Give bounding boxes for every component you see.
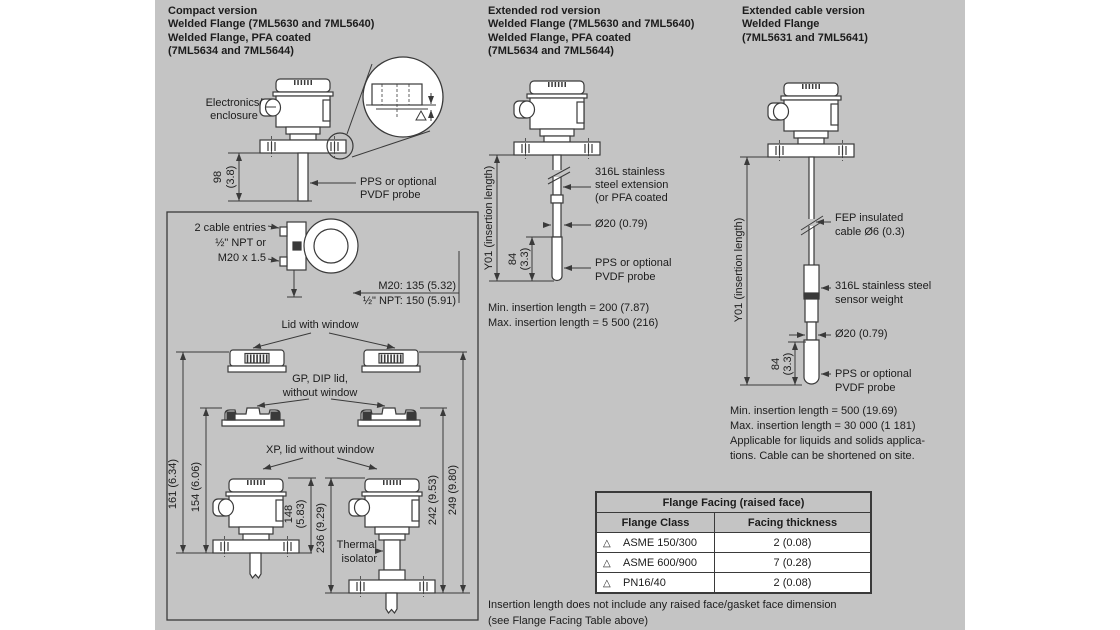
thermal-isolator [383, 539, 401, 571]
rod-device-drawing [514, 81, 601, 282]
dim-148-in: (5.83) [295, 500, 307, 529]
facing-thickness-value: 2 (0.08) [714, 572, 872, 594]
flange-class-value: PN16/40 [623, 576, 666, 589]
lid-with-window-label: Lid with window [281, 319, 359, 331]
cable-device-drawing [768, 83, 855, 385]
dim-154: 154 (6.06) [190, 462, 202, 512]
cable-entry-port [292, 241, 302, 251]
dim-98-mm: 98 [212, 171, 224, 183]
xp-dimensions [176, 352, 470, 594]
thermal-isolator-label: Thermal isolator [336, 539, 377, 565]
cable-dim-84-in: (3.3) [782, 353, 794, 376]
header-line: Extended cable version [742, 5, 865, 17]
xp-device-right [349, 479, 436, 615]
header-line: Compact version [168, 5, 258, 17]
side-view-dimensions [267, 223, 460, 303]
rod-dim-84-in: (3.3) [519, 248, 531, 271]
rod-y01-label: Y01 (insertion length) [483, 166, 495, 271]
cable-probe-label: PPS or optional PVDF probe [835, 368, 912, 394]
cable-enclosure [768, 83, 841, 144]
facing-thickness-value: 2 (0.08) [714, 532, 872, 553]
header-line: Welded Flange [742, 18, 820, 31]
compact-header: Compact version Welded Flange (7ML5630 a… [168, 5, 374, 59]
dim-161: 161 (6.34) [167, 459, 179, 509]
cable-y01-label: Y01 (insertion length) [733, 218, 745, 323]
cable-probe [803, 339, 820, 385]
rod-dimensions [489, 154, 591, 282]
lid-row-lines [176, 332, 467, 470]
gp-dip-lid-right [357, 407, 421, 427]
header-line: Welded Flange (7ML5630 and 7ML5640) [488, 18, 695, 31]
col-facing-thickness: Facing thickness [714, 512, 872, 533]
lid-with-window-left [227, 349, 287, 373]
rod-insertion-lengths: Min. insertion length = 200 (7.87) Max. … [488, 302, 659, 329]
lid-with-window-right [361, 349, 421, 373]
flange-facing-table: Flange Facing (raised face) Flange Class… [595, 491, 872, 594]
electronics-enclosure-label: Electronics/ enclosure [205, 97, 263, 122]
flange-face-inset [362, 56, 444, 138]
table-header-row: Flange Class Facing thickness [595, 512, 872, 533]
header-line: (7ML5634 and 7ML5644) [168, 45, 294, 58]
table-title-row: Flange Facing (raised face) [595, 491, 872, 513]
sensor-weight [803, 264, 820, 297]
fep-cable [808, 156, 815, 268]
cable-diameter-label: Ø20 (0.79) [835, 328, 888, 340]
rod-probe-label: PPS or optional PVDF probe [595, 257, 672, 283]
header-line: Welded Flange, PFA coated [488, 31, 632, 44]
compact-detail-callout [326, 63, 431, 160]
cable-header: Extended cable version Welded Flange (7M… [742, 5, 868, 45]
facing-thickness-value: 7 (0.28) [714, 552, 872, 573]
sensor-weight-label: 316L stainless steel sensor weight [835, 280, 932, 306]
cable-insertion-lengths: Min. insertion length = 500 (19.69) Max.… [730, 405, 926, 462]
rod-header: Extended rod version Welded Flange (7ML5… [488, 5, 694, 59]
xp-right-probe [385, 592, 398, 615]
dim-148-mm: 148 [283, 505, 295, 523]
footnote: Insertion length does not include any ra… [488, 599, 837, 627]
delta-icon: △ [603, 537, 611, 549]
table-row: △ ASME 150/300 2 (0.08) [595, 532, 872, 553]
cable-dimensions [740, 156, 831, 386]
compact-dimensions [228, 106, 356, 202]
cable-dim-84-mm: 84 [770, 358, 782, 370]
header-line: (7ML5634 and 7ML5644) [488, 45, 614, 58]
enclosure-side-view [279, 218, 359, 274]
col-flange-class: Flange Class [595, 512, 715, 533]
rod-probe [551, 236, 563, 282]
dim-242: 242 (9.53) [427, 475, 439, 525]
dim-236: 236 (9.29) [315, 503, 327, 553]
table-row: △ ASME 600/900 7 (0.28) [595, 552, 872, 573]
rod-diameter-label: Ø20 (0.79) [595, 218, 648, 230]
flange-class-value: ASME 150/300 [623, 536, 697, 549]
header-line: (7ML5631 and 7ML5641) [742, 31, 868, 44]
gp-dip-lid-left [221, 407, 285, 427]
m20-dim-label: M20: 135 (5.32) [378, 280, 456, 292]
rod-dim-84-mm: 84 [507, 253, 519, 265]
rod-extension-label: 316L stainless steel extension (or PFA c… [595, 166, 669, 204]
compact-probe-label: PPS or optional PVDF probe [360, 176, 437, 201]
header-line: Welded Flange (7ML5630 and 7ML5640) [168, 18, 375, 31]
table-title: Flange Facing (raised face) [595, 491, 872, 513]
gp-dip-lid-label: GP, DIP lid, without window [282, 373, 358, 399]
callout-small-circle [326, 132, 354, 160]
header-line: Welded Flange, PFA coated [168, 31, 312, 44]
flange-class-value: ASME 600/900 [623, 556, 697, 569]
rod-enclosure [514, 81, 587, 142]
cable-entries-label: 2 cable entries ½" NPT or M20 x 1.5 [194, 222, 266, 264]
xp-left-probe [249, 552, 262, 580]
delta-icon: △ [603, 577, 611, 589]
table-row: △ PN16/40 2 (0.08) [595, 572, 872, 594]
xp-device-left [213, 479, 300, 580]
dim-98-in: (3.8) [225, 166, 237, 189]
delta-icon [415, 109, 427, 121]
xp-lid-label: XP, lid without window [265, 444, 375, 456]
header-line: Extended rod version [488, 5, 601, 17]
dim-249: 249 (9.80) [447, 465, 459, 515]
npt-dim-label: ½" NPT: 150 (5.91) [362, 295, 456, 307]
fep-cable-label: FEP insulated cable Ø6 (0.3) [835, 212, 905, 238]
compact-probe [297, 152, 309, 202]
delta-icon: △ [603, 557, 611, 569]
detail-box-border [166, 211, 479, 621]
